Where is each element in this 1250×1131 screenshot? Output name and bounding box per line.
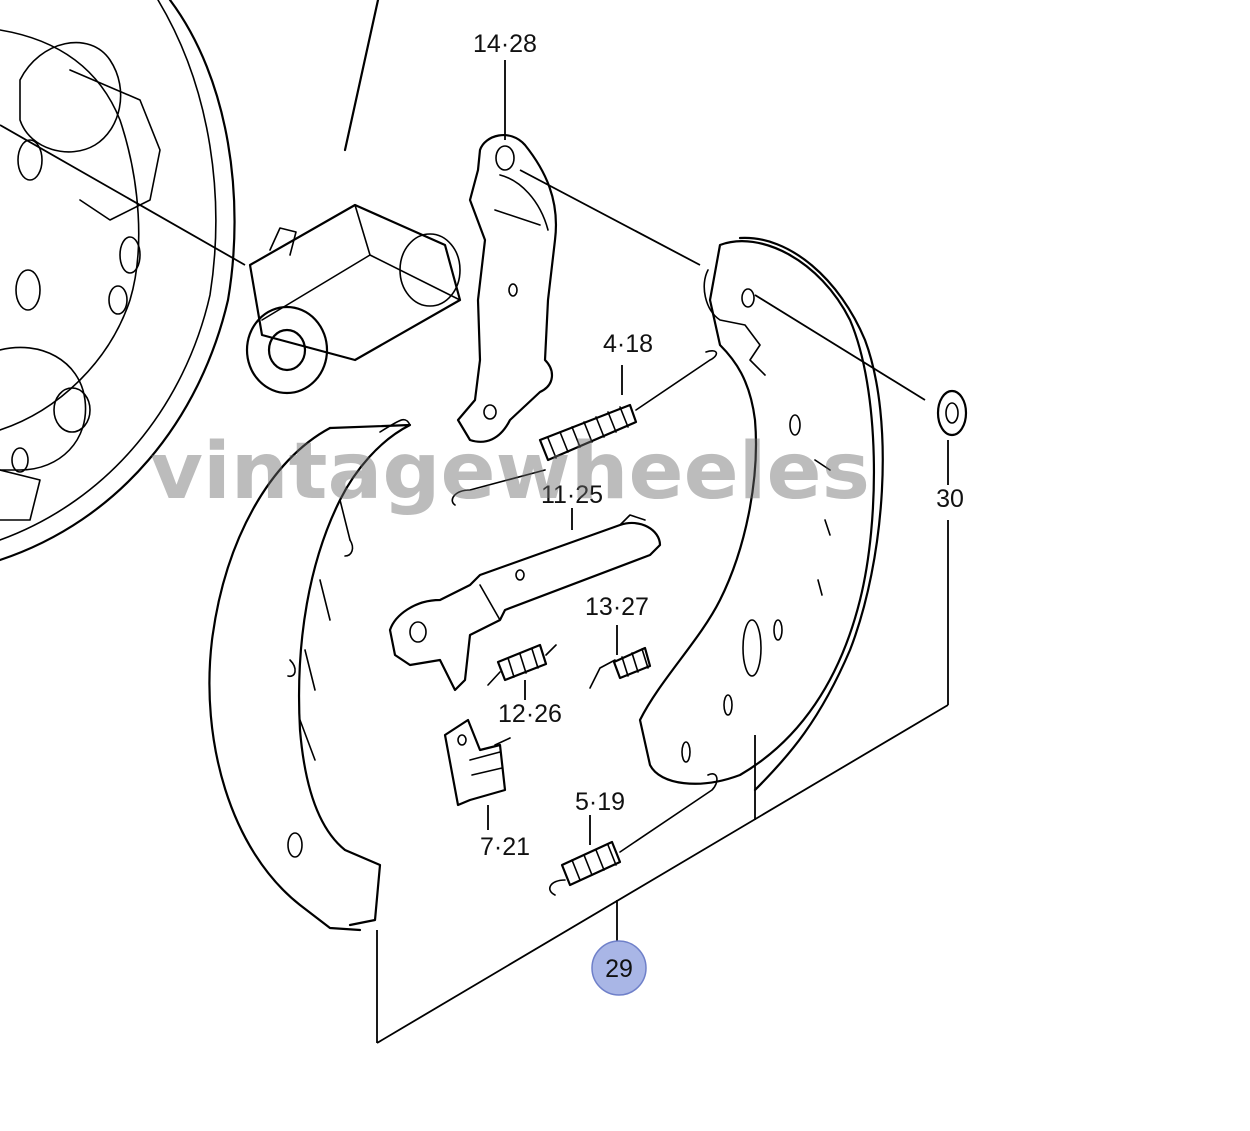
label-14-28: 14·28	[473, 30, 537, 58]
right-brake-shoe	[638, 236, 884, 792]
adjuster-lever	[456, 134, 557, 443]
leader-30-line	[754, 294, 926, 401]
label-12-26: 12·26	[498, 700, 562, 728]
retainer-clip	[936, 389, 968, 437]
label-5-19: 5·19	[575, 788, 625, 816]
small-spring-13-27	[589, 646, 652, 689]
upper-return-spring	[451, 350, 718, 506]
hold-down-clip	[443, 718, 511, 807]
callout-29-highlight	[591, 940, 647, 996]
label-11-25: 11·25	[541, 481, 603, 509]
alignment-line	[519, 169, 701, 266]
wheel-cylinder	[245, 203, 462, 395]
small-spring-12-26	[487, 643, 557, 686]
label-29: 29	[605, 955, 633, 983]
left-brake-shoe	[208, 418, 412, 932]
assembly-bracket	[376, 520, 949, 1044]
label-7-21: 7·21	[480, 833, 530, 861]
lower-return-spring	[549, 773, 718, 896]
label-4-18: 4·18	[603, 330, 653, 358]
label-13-27: 13·27	[585, 593, 649, 621]
backing-plate	[0, 0, 246, 562]
pointer-line	[343, 0, 380, 152]
label-30: 30	[936, 485, 964, 513]
parking-lever-strut	[388, 514, 662, 692]
watermark-text: vintagewheeles	[150, 427, 870, 517]
